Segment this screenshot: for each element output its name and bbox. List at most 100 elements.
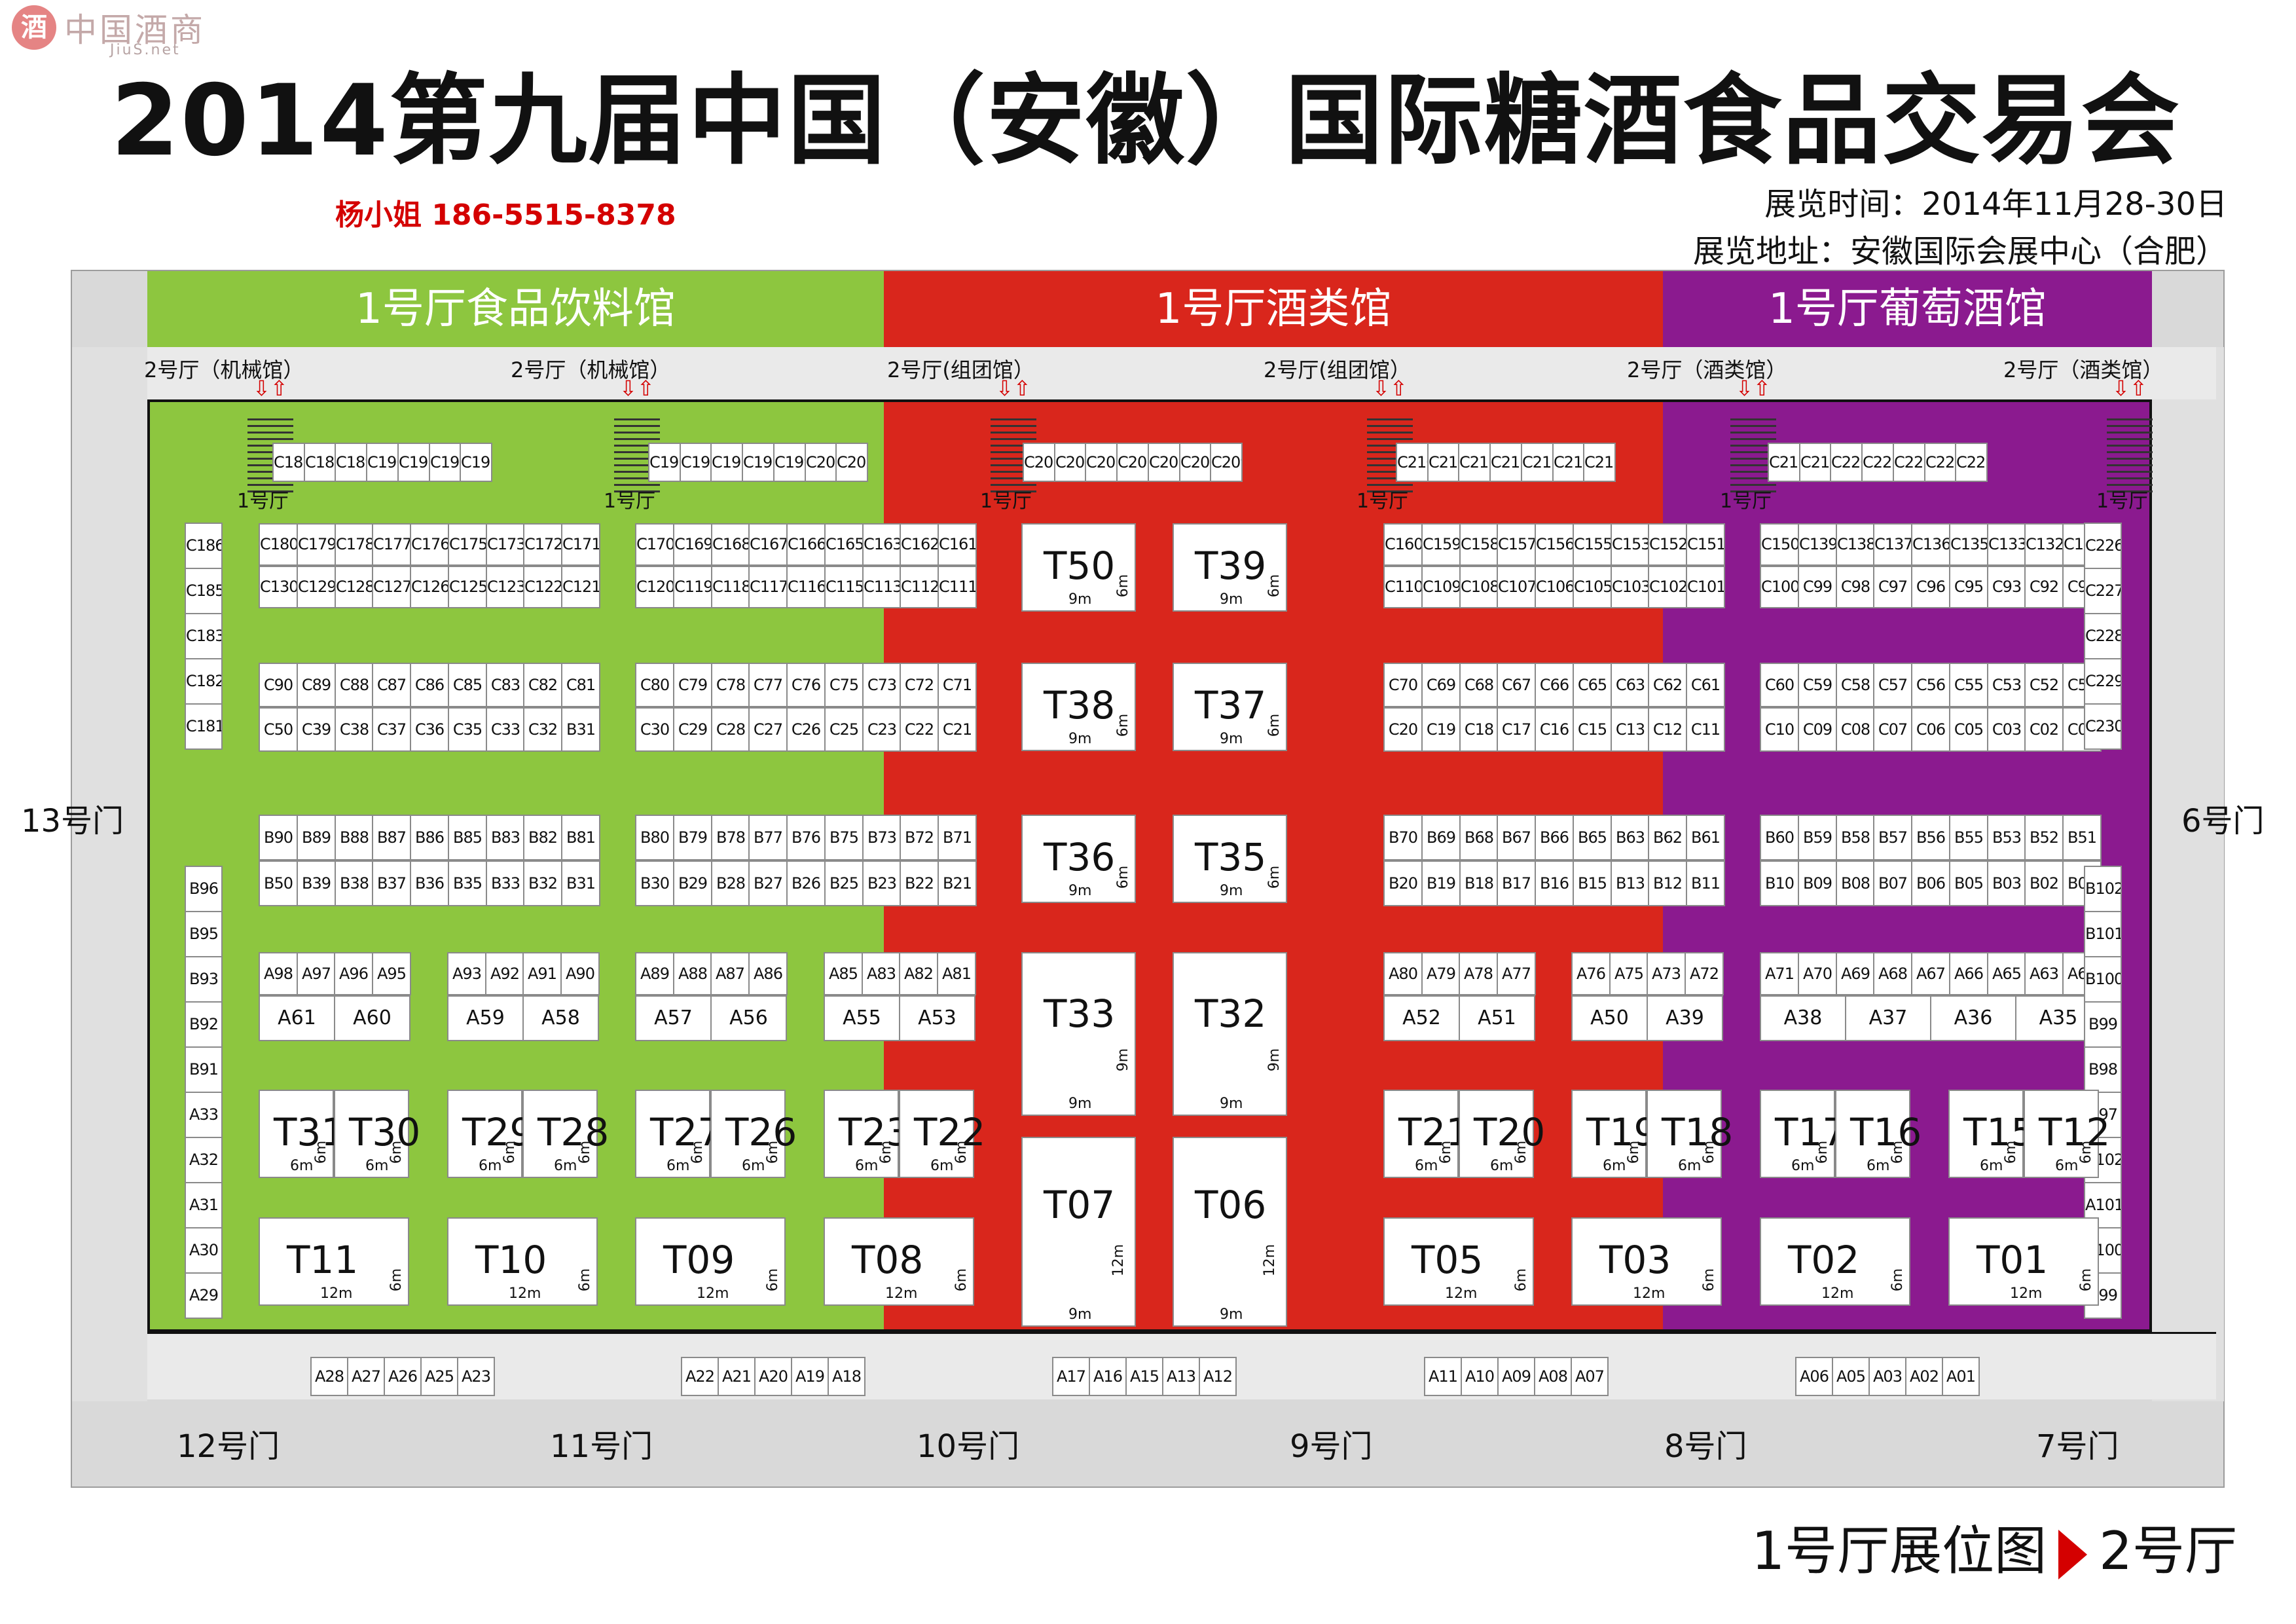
booth-r6c-0[interactable]: B70 (1383, 815, 1423, 860)
booth-r1b-2[interactable]: C197 (710, 443, 743, 482)
booth-r5a-1[interactable]: C39 (297, 707, 336, 752)
booth-r6b-4[interactable]: B76 (786, 815, 826, 860)
booth-r4b-5[interactable]: C75 (824, 663, 864, 707)
booth-r1c-0[interactable]: C202 (1023, 443, 1055, 482)
booth-b2-4[interactable]: A18 (828, 1357, 866, 1396)
booth-r2d-3[interactable]: C137 (1873, 523, 1912, 566)
booth-r5a-8[interactable]: B31 (561, 707, 600, 752)
booth-r6a-0[interactable]: B90 (259, 815, 298, 860)
booth-r2a-2[interactable]: C178 (335, 523, 374, 566)
booth-r1e-4[interactable]: C222 (1893, 443, 1925, 482)
booth-r5d-5[interactable]: C05 (1949, 707, 1988, 752)
booth-r1d-6[interactable]: C217 (1583, 443, 1616, 482)
booth-r1a-5[interactable]: C192 (429, 443, 462, 482)
booth-r7b-7[interactable]: B22 (900, 860, 939, 906)
booth-r4c-2[interactable]: C68 (1459, 663, 1499, 707)
booth-r2c-2[interactable]: C158 (1459, 523, 1499, 566)
booth-r8g-6[interactable]: A65 (1987, 952, 2026, 995)
door-7[interactable]: 7号门 (2036, 1428, 2119, 1465)
booth-r3c-2[interactable]: C108 (1459, 566, 1499, 608)
booth-r7d-0[interactable]: B10 (1760, 860, 1799, 906)
booth-r5d-0[interactable]: C10 (1760, 707, 1799, 752)
booth-b4-3[interactable]: A08 (1534, 1357, 1572, 1396)
booth-r6b-0[interactable]: B80 (635, 815, 674, 860)
booth-r7c-3[interactable]: B17 (1497, 860, 1536, 906)
booth-r2c-0[interactable]: C160 (1383, 523, 1423, 566)
booth-r3a-0[interactable]: C130 (259, 566, 298, 608)
booth-left_col_bot-5[interactable]: A33 (185, 1092, 223, 1138)
booth-r7c-0[interactable]: B20 (1383, 860, 1423, 906)
booth-r7c-7[interactable]: B12 (1648, 860, 1687, 906)
booth-r2a-5[interactable]: C175 (448, 523, 487, 566)
booth-r3b-6[interactable]: C113 (862, 566, 902, 608)
booth-r4c-0[interactable]: C70 (1383, 663, 1423, 707)
booth-r5b-0[interactable]: C30 (635, 707, 674, 752)
booth-r4a-1[interactable]: C89 (297, 663, 336, 707)
booth-r8g-7[interactable]: A63 (2024, 952, 2064, 995)
booth-r1d-5[interactable]: C216 (1552, 443, 1585, 482)
booth-r5c-4[interactable]: C16 (1535, 707, 1574, 752)
booth-b3-3[interactable]: A13 (1162, 1357, 1200, 1396)
booth-r7a-2[interactable]: B38 (335, 860, 374, 906)
booth-r6d-5[interactable]: B55 (1949, 815, 1988, 860)
booth-r7c-1[interactable]: B19 (1421, 860, 1461, 906)
door-12[interactable]: 12号门 (177, 1428, 280, 1465)
booth-r2c-6[interactable]: C153 (1611, 523, 1650, 566)
booth-r4b-1[interactable]: C79 (673, 663, 712, 707)
booth-r2a-7[interactable]: C172 (523, 523, 562, 566)
booth-r6c-7[interactable]: B62 (1648, 815, 1687, 860)
booth-r3b-2[interactable]: C118 (711, 566, 750, 608)
booth-r2d-7[interactable]: C132 (2024, 523, 2064, 566)
booth-r8c-1[interactable]: A88 (673, 952, 712, 995)
booth-r4c-5[interactable]: C65 (1573, 663, 1612, 707)
booth-right_col_bot-0[interactable]: B102 (2084, 866, 2122, 912)
booth-r9a-1[interactable]: A60 (334, 995, 410, 1041)
booth-r3b-4[interactable]: C116 (786, 566, 826, 608)
hall-2-entry-label[interactable]: 2号厅（酒类馆） (1627, 358, 1787, 382)
booth-r3c-4[interactable]: C106 (1535, 566, 1574, 608)
booth-r3b-7[interactable]: C112 (900, 566, 939, 608)
booth-r8f-3[interactable]: A72 (1685, 952, 1724, 995)
booth-r3c-1[interactable]: C109 (1421, 566, 1461, 608)
booth-r2c-4[interactable]: C156 (1535, 523, 1574, 566)
booth-r6c-8[interactable]: B61 (1686, 815, 1725, 860)
booth-r1d-1[interactable]: C211 (1427, 443, 1460, 482)
booth-r7a-3[interactable]: B37 (372, 860, 411, 906)
booth-r4c-1[interactable]: C69 (1421, 663, 1461, 707)
booth-r7b-4[interactable]: B26 (786, 860, 826, 906)
booth-r1e-1[interactable]: C219 (1799, 443, 1832, 482)
booth-r6a-7[interactable]: B82 (523, 815, 562, 860)
booth-r7a-4[interactable]: B36 (410, 860, 449, 906)
booth-r7a-7[interactable]: B32 (523, 860, 562, 906)
booth-r5c-0[interactable]: C20 (1383, 707, 1423, 752)
booth-r6b-8[interactable]: B71 (938, 815, 977, 860)
booth-r7a-1[interactable]: B39 (297, 860, 336, 906)
booth-r8c-3[interactable]: A86 (748, 952, 788, 995)
booth-r8c-0[interactable]: A89 (635, 952, 674, 995)
hall-2-entry-label[interactable]: 2号厅（酒类馆） (2003, 358, 2164, 382)
booth-r3b-5[interactable]: C115 (824, 566, 864, 608)
booth-r2d-4[interactable]: C136 (1911, 523, 1950, 566)
door-8[interactable]: 8号门 (1664, 1428, 1747, 1465)
booth-r8b-0[interactable]: A93 (447, 952, 486, 995)
booth-right_col_top-4[interactable]: C230 (2084, 703, 2122, 750)
booth-r3a-5[interactable]: C125 (448, 566, 487, 608)
booth-left_col_bot-0[interactable]: B96 (185, 866, 223, 912)
booth-r4d-7[interactable]: C52 (2024, 663, 2064, 707)
booth-r8d-1[interactable]: A83 (862, 952, 901, 995)
booth-r2c-8[interactable]: C151 (1686, 523, 1725, 566)
booth-r7c-5[interactable]: B15 (1573, 860, 1612, 906)
booth-r4d-2[interactable]: C58 (1836, 663, 1875, 707)
booth-r7d-5[interactable]: B05 (1949, 860, 1988, 906)
booth-r9c-1[interactable]: A56 (710, 995, 787, 1041)
